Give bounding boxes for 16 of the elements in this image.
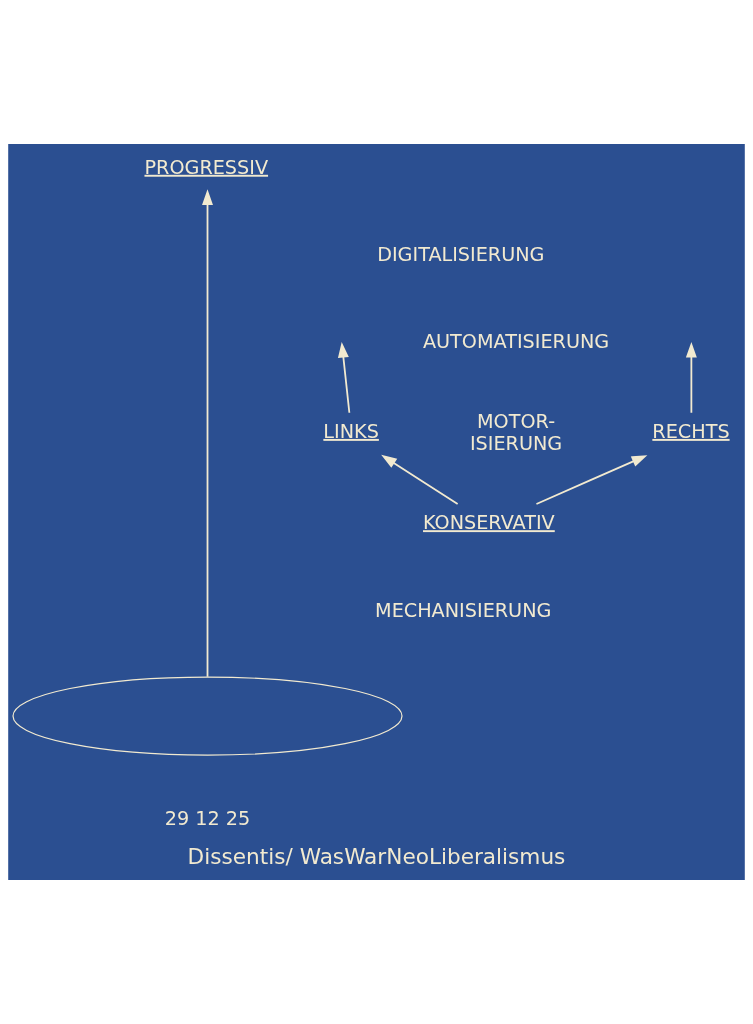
arrow	[381, 454, 459, 505]
label: DIGITALISIERUNG	[377, 243, 545, 267]
arrow	[685, 341, 697, 414]
label: 29 12 25	[164, 806, 251, 830]
label: MOTOR- ISIERUNG	[469, 410, 563, 455]
node-ellipse	[12, 676, 403, 756]
arrow	[337, 341, 351, 414]
node-text: KONSERVATIV	[423, 511, 555, 535]
node-text: LINKS	[323, 419, 379, 443]
caption: Dissentis/ WasWarNeoLiberalismus	[187, 843, 566, 869]
arrow	[202, 189, 213, 678]
arrow	[535, 455, 648, 505]
node-text: RECHTS	[652, 419, 730, 443]
label: MECHANISIERUNG	[375, 598, 552, 622]
node-text: PROGRESSIV	[144, 155, 269, 179]
label: AUTOMATISIERUNG	[422, 329, 610, 353]
